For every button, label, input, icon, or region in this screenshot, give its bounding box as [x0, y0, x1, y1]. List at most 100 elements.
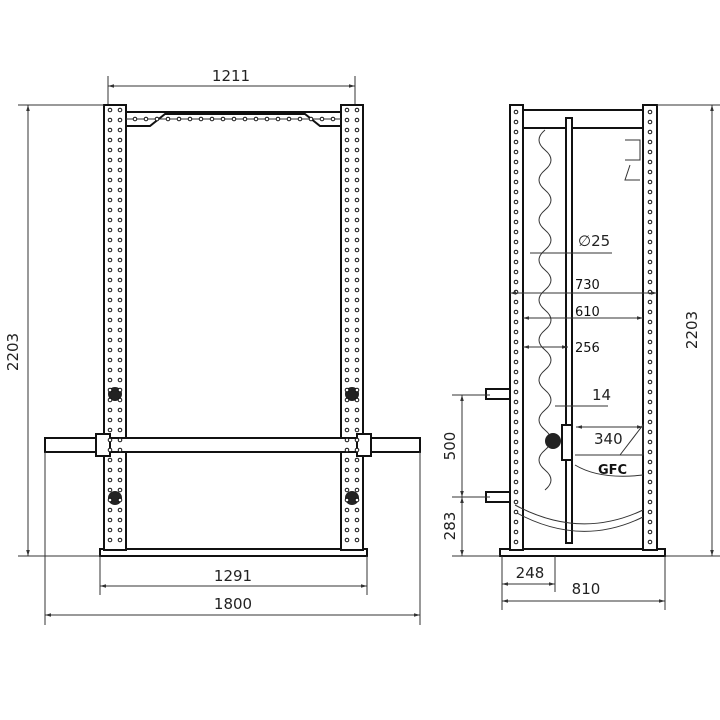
upright-hole	[647, 419, 653, 425]
upright-hole	[117, 377, 123, 383]
upright-hole	[513, 169, 519, 175]
upright-hole	[117, 357, 123, 363]
upright-hole	[107, 187, 113, 193]
upright-hole	[117, 437, 123, 443]
side-front-upright	[509, 104, 524, 551]
upright-hole	[344, 507, 350, 513]
dim-label-diameter-25: ∅25	[578, 232, 610, 250]
upright-hole	[344, 327, 350, 333]
upright-hole	[107, 137, 113, 143]
upright-hole	[107, 357, 113, 363]
upright-hole	[513, 419, 519, 425]
upright-hole	[513, 189, 519, 195]
crossmember-hole	[253, 116, 259, 122]
upright-hole	[344, 127, 350, 133]
upright-hole	[117, 217, 123, 223]
upright-hole	[344, 467, 350, 473]
upright-hole	[647, 479, 653, 485]
upright-hole	[117, 447, 123, 453]
upright-hole	[107, 227, 113, 233]
upright-hole	[647, 399, 653, 405]
upright-hole	[117, 307, 123, 313]
upright-hole	[117, 167, 123, 173]
upright-hole	[647, 509, 653, 515]
crossmember-hole	[308, 116, 314, 122]
upright-hole	[647, 149, 653, 155]
upright-hole	[513, 159, 519, 165]
upright-hole	[344, 297, 350, 303]
upright-hole	[354, 407, 360, 413]
upright-hole	[647, 209, 653, 215]
upright-hole	[107, 197, 113, 203]
upright-hole	[117, 497, 123, 503]
upright-hole	[117, 287, 123, 293]
upright-hole	[647, 329, 653, 335]
upright-hole	[647, 179, 653, 185]
upright-hole	[344, 147, 350, 153]
upright-hole	[107, 167, 113, 173]
upright-hole	[354, 527, 360, 533]
crossmember-hole	[187, 116, 193, 122]
upright-hole	[647, 469, 653, 475]
dim-label-730: 730	[575, 278, 600, 293]
upright-hole	[117, 337, 123, 343]
upright-hole	[647, 249, 653, 255]
upright-hole	[354, 347, 360, 353]
upright-hole	[513, 489, 519, 495]
upright-hole	[107, 467, 113, 473]
crossmember-hole	[319, 116, 325, 122]
upright-hole	[107, 487, 113, 493]
side-view: GFC ∅25 730 610 256 14 340 2203 500 283 …	[441, 104, 720, 610]
dim-label-256: 256	[575, 341, 600, 356]
brand-logo: GFC	[598, 463, 627, 478]
upright-hole	[107, 477, 113, 483]
upright-hole	[107, 427, 113, 433]
upright-hole	[513, 329, 519, 335]
upright-hole	[344, 337, 350, 343]
upright-hole	[107, 347, 113, 353]
dim-label-1291: 1291	[214, 567, 252, 585]
plate-storage-wave	[538, 129, 552, 491]
upright-hole	[354, 237, 360, 243]
upright-hole	[513, 149, 519, 155]
upright-hole	[354, 417, 360, 423]
upright-hole	[513, 399, 519, 405]
upright-hole	[344, 197, 350, 203]
upright-hole	[107, 287, 113, 293]
upright-hole	[344, 377, 350, 383]
upright-hole	[647, 229, 653, 235]
upright-hole	[354, 207, 360, 213]
upright-hole	[344, 177, 350, 183]
upright-hole	[117, 487, 123, 493]
upright-hole	[107, 267, 113, 273]
upright-hole	[117, 147, 123, 153]
upright-hole	[117, 527, 123, 533]
upright-hole	[647, 349, 653, 355]
upright-hole	[117, 477, 123, 483]
upright-hole	[107, 207, 113, 213]
upright-hole	[107, 177, 113, 183]
front-left-upright	[103, 104, 127, 551]
upright-hole	[647, 319, 653, 325]
upright-hole	[344, 477, 350, 483]
upright-hole	[344, 527, 350, 533]
upright-hole	[354, 217, 360, 223]
upright-hole	[354, 197, 360, 203]
upright-hole	[117, 187, 123, 193]
dim-label-1800: 1800	[214, 595, 252, 613]
upright-hole	[117, 537, 123, 543]
upright-hole	[117, 407, 123, 413]
upright-hole	[647, 199, 653, 205]
upright-hole	[107, 497, 113, 503]
upright-hole	[354, 477, 360, 483]
upright-hole	[117, 427, 123, 433]
dim-label-340: 340	[594, 430, 623, 448]
upright-hole	[647, 139, 653, 145]
upright-hole	[344, 447, 350, 453]
upright-hole	[107, 337, 113, 343]
upright-hole	[354, 457, 360, 463]
upright-hole	[647, 339, 653, 345]
crossmember-hole	[330, 116, 336, 122]
upright-hole	[513, 479, 519, 485]
upright-hole	[117, 277, 123, 283]
